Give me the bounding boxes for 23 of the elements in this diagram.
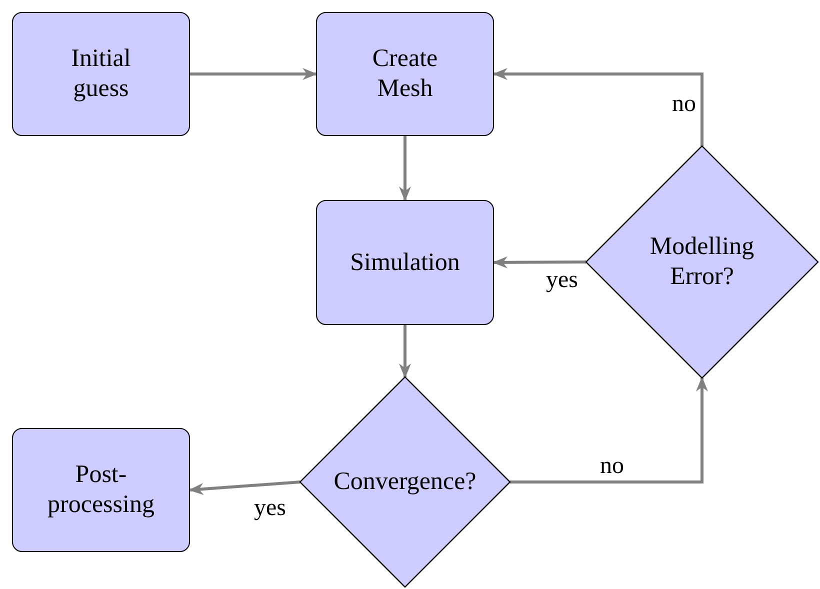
arrow <box>399 325 411 378</box>
arrow <box>492 256 586 268</box>
edge-label: yes <box>254 496 286 520</box>
node-text: Convergence? <box>334 467 476 497</box>
node-text: Post-processing <box>46 460 156 520</box>
process-box <box>316 200 494 325</box>
edge-label: no <box>600 454 624 478</box>
node-text: Simulation <box>350 248 460 278</box>
node-text: Modelling Error? <box>648 232 756 292</box>
edge-label: no <box>672 92 696 116</box>
process-box <box>12 428 190 552</box>
process-box <box>12 12 190 136</box>
decision-diamond <box>586 146 818 378</box>
node-text: Initial guess <box>70 44 132 104</box>
edge-label: yes <box>546 268 578 292</box>
decision-diamond <box>300 377 510 587</box>
arrow <box>190 68 318 80</box>
arrow <box>492 68 704 146</box>
process-box <box>316 12 494 136</box>
arrow <box>188 480 300 495</box>
arrow <box>510 376 708 484</box>
arrow <box>399 136 411 202</box>
node-text: Create Mesh <box>371 44 439 104</box>
